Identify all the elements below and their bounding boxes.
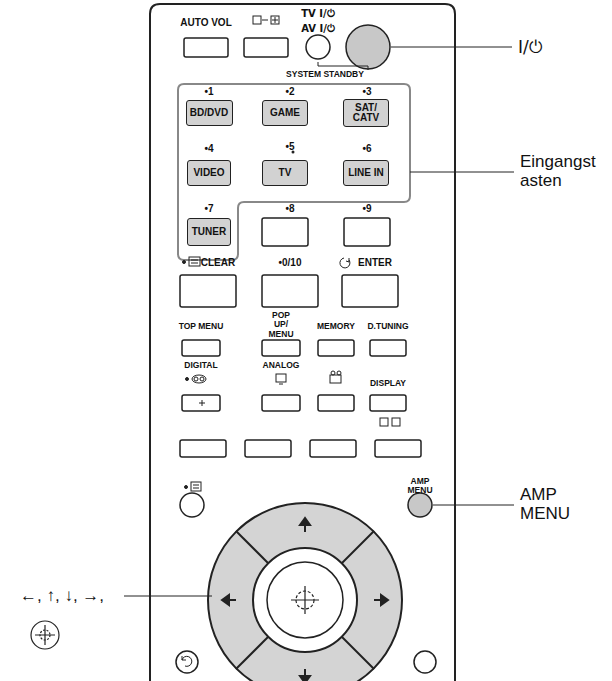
remote-body (150, 4, 455, 681)
button-label: DIGITAL (184, 361, 217, 370)
button-label: •8 (285, 203, 294, 214)
button-label: TOP MENU (179, 322, 224, 331)
power-button (346, 25, 390, 69)
button-label: •2 (285, 86, 294, 97)
button-text: BD/DVD (190, 108, 228, 119)
button-label: MEMORY (317, 322, 355, 331)
leader-line (410, 172, 514, 173)
input-button: TUNER (187, 218, 231, 246)
button (370, 395, 406, 411)
button-text: TUNER (192, 227, 226, 238)
button (176, 651, 198, 673)
button-label: TV I/⏻ (301, 8, 334, 19)
input-button: GAME (262, 100, 308, 126)
leader-line (124, 596, 212, 597)
callout-label: ←, ↑, ↓, →, (20, 587, 104, 606)
button-label: D.TUNING (367, 322, 408, 331)
button-label: ANALOG (263, 361, 300, 370)
enter-icon (31, 621, 59, 649)
button-label: •0/10 (279, 257, 302, 268)
button (370, 340, 406, 356)
button (375, 440, 421, 457)
button-label: •1 (204, 86, 213, 97)
button (180, 275, 236, 307)
callout-label: AMP MENU (520, 486, 570, 523)
button (184, 38, 228, 57)
group-outline (178, 84, 410, 260)
button (262, 395, 300, 411)
button-label: CLEAR (201, 257, 235, 268)
input-button: VIDEO (187, 160, 231, 186)
button-label: •5 (285, 141, 294, 152)
button-label: ENTER (358, 257, 392, 268)
button (262, 218, 308, 246)
button (180, 493, 204, 517)
button-label: •9 (362, 203, 371, 214)
input-button: BD/DVD (186, 100, 233, 126)
button-label: AMP MENU (407, 477, 432, 496)
button (306, 35, 330, 59)
button (245, 440, 291, 457)
button (182, 395, 220, 411)
input-button: SAT/ CATV (343, 99, 389, 127)
button (342, 275, 398, 307)
button-text: LINE IN (348, 168, 384, 179)
button-label: •3 (362, 86, 371, 97)
button-label: •7 (204, 203, 213, 214)
button (310, 440, 356, 457)
button-label: DISPLAY (370, 379, 406, 388)
leader-line (391, 47, 512, 48)
button (262, 275, 318, 307)
button-label: SYSTEM STANDBY (286, 70, 364, 79)
button (180, 440, 226, 457)
button (182, 340, 220, 356)
button (244, 38, 288, 57)
amp-menu-button (408, 493, 432, 517)
button-label: •4 (204, 143, 213, 154)
button-text: TV (279, 168, 292, 179)
d-pad (208, 503, 402, 681)
leader-line (433, 505, 514, 506)
button (414, 651, 436, 673)
input-icon (253, 16, 279, 24)
button-text: SAT/ CATV (353, 103, 379, 124)
callout-label: I/⏻ (518, 38, 542, 57)
button-text: VIDEO (193, 168, 224, 179)
button (262, 340, 300, 356)
button (318, 395, 354, 411)
button (318, 340, 354, 356)
button-text: GAME (270, 108, 300, 119)
button-label: AUTO VOL (180, 17, 231, 28)
button-label: •6 (362, 143, 371, 154)
input-button: LINE IN (343, 160, 389, 186)
button (344, 218, 390, 246)
callout-label: Eingangst asten (520, 153, 596, 190)
input-button: TV (262, 160, 308, 186)
button-label: POP UP/ MENU (268, 311, 293, 339)
button-label: AV I/⏻ (301, 23, 335, 34)
bracket (318, 62, 368, 70)
